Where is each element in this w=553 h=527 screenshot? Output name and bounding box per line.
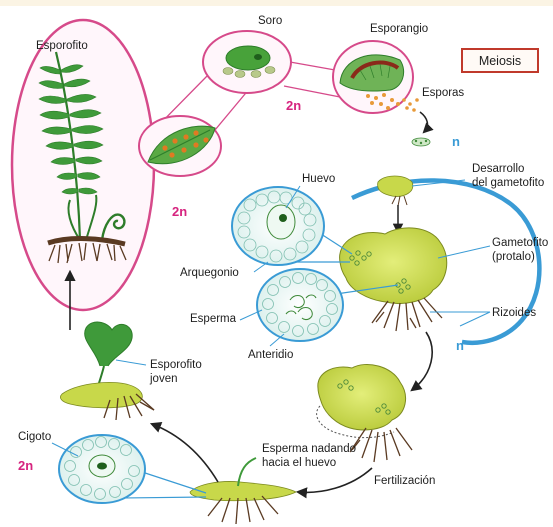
- label-fertilizacion: Fertilización: [374, 475, 435, 487]
- zygote-nucleus: [97, 463, 107, 470]
- ploidy-n-right: n: [456, 338, 464, 353]
- label-esporofito-joven-2: joven: [149, 373, 178, 385]
- label-esperma-nadando-1: Esperma nadando: [262, 443, 356, 455]
- label-arquegonio: Arquegonio: [180, 267, 239, 279]
- meiosis-label: Meiosis: [479, 54, 521, 68]
- label-esperma: Esperma: [190, 313, 237, 325]
- young-sporophyte: [60, 322, 154, 420]
- arrow-to-fertilization: [412, 332, 432, 390]
- label-anteridio: Anteridio: [248, 349, 293, 361]
- label-desarrollo-1: Desarrollo: [472, 163, 524, 175]
- arrow-to-cigoto: [298, 468, 372, 492]
- top-band: [0, 0, 553, 6]
- arrow-to-young-sporophyte: [152, 424, 218, 482]
- spores: [402, 98, 419, 112]
- ploidy-2n-left: 2n: [172, 204, 187, 219]
- ploidy-2n-bottom: 2n: [18, 458, 33, 473]
- egg-cell: [267, 205, 295, 239]
- label-desarrollo-2: del gametofito: [472, 177, 544, 189]
- label-esperma-nadando-2: hacia el huevo: [262, 457, 336, 469]
- label-gametofito-1: Gametofito: [492, 237, 548, 249]
- ploidy-2n-top: 2n: [286, 98, 301, 113]
- label-esporas: Esporas: [422, 87, 464, 99]
- ploidy-n-top: n: [452, 134, 460, 149]
- anteridio-circle: [257, 269, 343, 341]
- meiosis-box: Meiosis: [461, 48, 539, 73]
- label-huevo: Huevo: [302, 173, 335, 185]
- germinating-spore: [412, 138, 430, 146]
- label-esporofito: Esporofito: [36, 40, 88, 52]
- arrow-spores-down: [420, 112, 427, 132]
- label-soro: Soro: [258, 15, 282, 27]
- label-rizoides: Rizoides: [492, 307, 536, 319]
- young-gametophyte: [378, 176, 413, 206]
- mature-gametophyte: [340, 228, 447, 331]
- sporophyte-ellipse: [12, 20, 154, 310]
- egg-nucleus: [279, 214, 287, 222]
- label-gametofito-2: (protalo): [492, 251, 535, 263]
- label-esporangio: Esporangio: [370, 23, 428, 35]
- label-esporofito-joven-1: Esporofito: [150, 359, 202, 371]
- label-cigoto: Cigoto: [18, 431, 51, 443]
